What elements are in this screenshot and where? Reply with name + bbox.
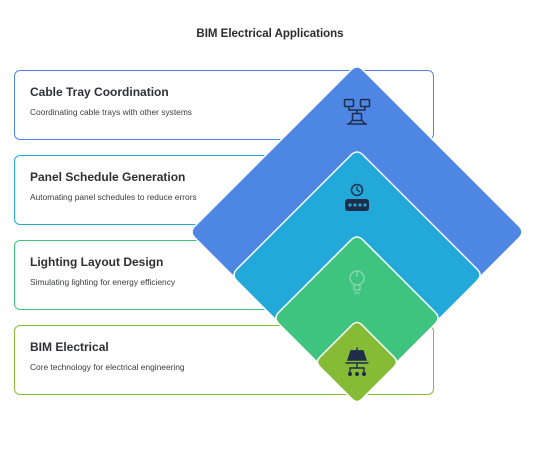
card-description: Coordinating cable trays with other syst…	[30, 107, 192, 117]
card-description: Core technology for electrical engineeri…	[30, 362, 185, 372]
diamond-bim-electrical	[316, 321, 398, 403]
card-description: Automating panel schedules to reduce err…	[30, 192, 197, 202]
diagram-title: BIM Electrical Applications	[196, 28, 344, 40]
clock-icon	[345, 183, 369, 211]
solar-panel-icon	[345, 347, 369, 377]
card-title: Panel Schedule Generation	[30, 170, 186, 184]
lightbulb-icon	[349, 270, 365, 294]
card-title: Lighting Layout Design	[30, 255, 164, 269]
card-description: Simulating lighting for energy efficienc…	[30, 277, 176, 287]
card-title: Cable Tray Coordination	[30, 85, 169, 99]
card-title: BIM Electrical	[30, 340, 109, 354]
network-icon	[343, 98, 371, 125]
